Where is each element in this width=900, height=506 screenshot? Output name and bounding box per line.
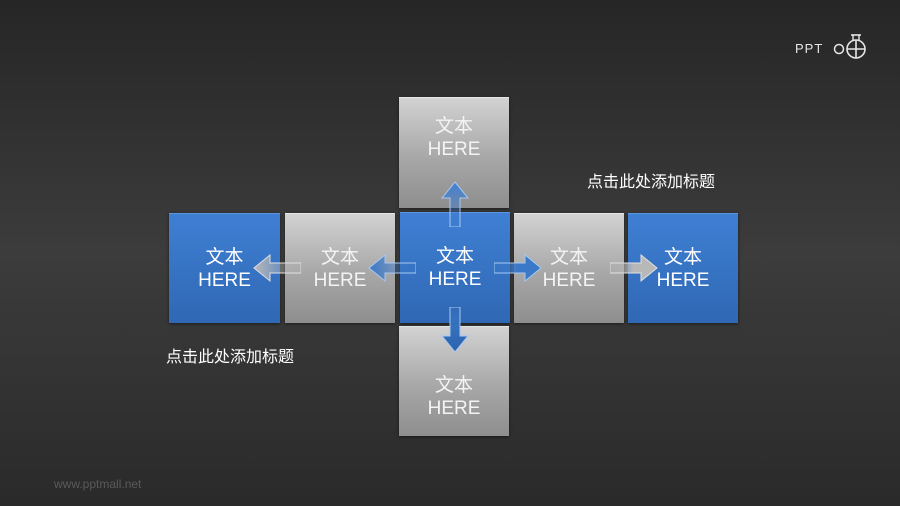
arrow-right-blue-icon bbox=[494, 253, 542, 283]
logo-text: PPT bbox=[795, 41, 824, 56]
box-left-outer[interactable]: 文本 HERE bbox=[169, 213, 280, 323]
box-left-outer-line2: HERE bbox=[198, 269, 251, 291]
box-right-inner-line1: 文本 bbox=[549, 245, 588, 268]
box-top-line1: 文本 bbox=[434, 115, 473, 137]
caption-top-right[interactable]: 点击此处添加标题 bbox=[587, 172, 716, 191]
box-center[interactable]: 文本 HERE bbox=[400, 212, 510, 323]
caption-bottom-left[interactable]: 点击此处添加标题 bbox=[166, 347, 295, 366]
box-center-line1: 文本 bbox=[435, 245, 474, 267]
box-left-outer-line1: 文本 bbox=[205, 245, 244, 268]
arrow-left-blue-icon bbox=[368, 253, 416, 283]
ppt-compass-logo-icon bbox=[833, 34, 866, 59]
arrow-right-gray-icon bbox=[610, 253, 658, 283]
arrow-up-icon bbox=[441, 181, 469, 227]
watermark: www.pptmall.net bbox=[54, 477, 142, 491]
box-left-inner-line2: HERE bbox=[313, 269, 367, 291]
box-top-line2: HERE bbox=[427, 139, 481, 160]
box-right-inner-line2: HERE bbox=[542, 269, 596, 291]
box-left-inner-line1: 文本 bbox=[320, 245, 359, 268]
box-right-outer-line1: 文本 bbox=[663, 245, 702, 268]
arrow-left-gray-icon bbox=[253, 253, 301, 283]
box-right-outer-line2: HERE bbox=[656, 269, 710, 291]
box-bottom-line2: HERE bbox=[427, 397, 481, 419]
arrow-down-icon bbox=[441, 307, 469, 353]
box-bottom-line1: 文本 bbox=[434, 373, 473, 396]
box-center-line2: HERE bbox=[428, 269, 482, 290]
